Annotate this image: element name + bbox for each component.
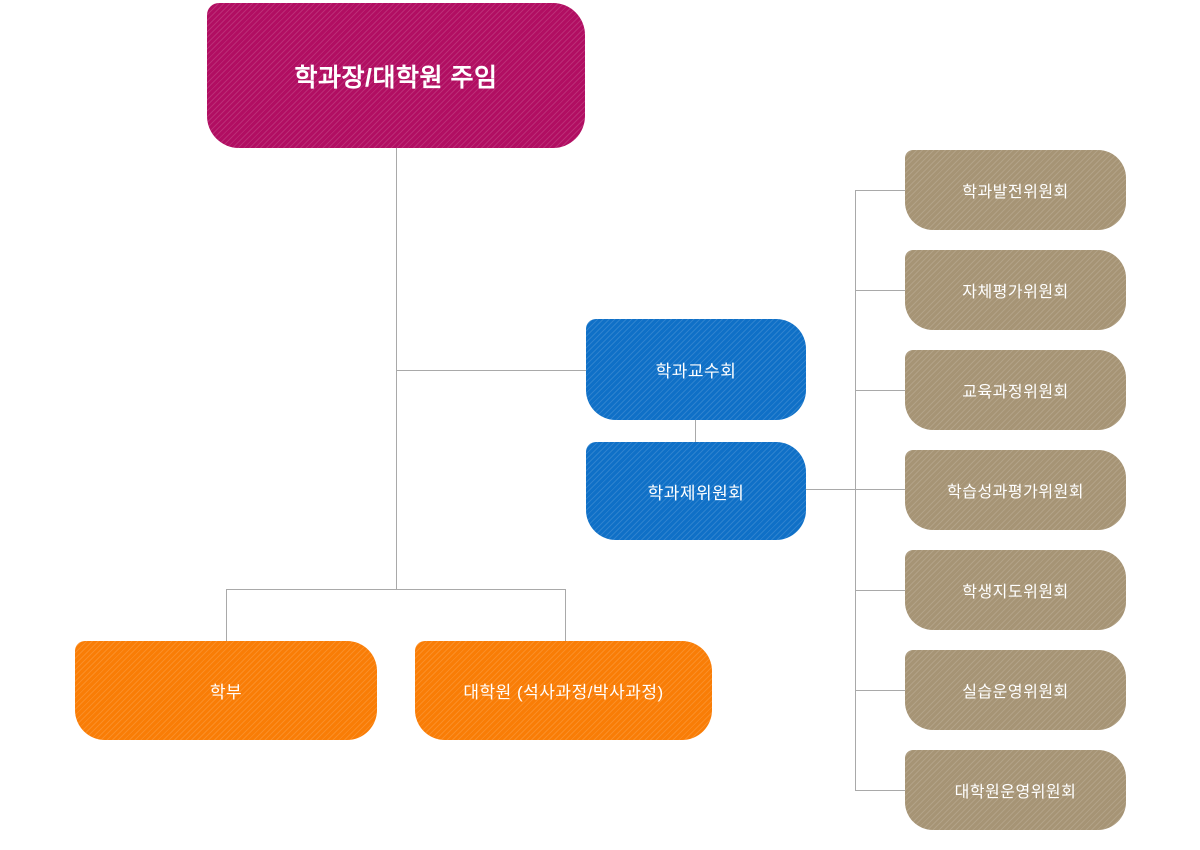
connector-bottom-distributor bbox=[226, 589, 566, 590]
org-node-committee: 학습성과평가위원회 bbox=[905, 450, 1126, 530]
connector-committee-stub bbox=[855, 690, 905, 691]
org-node-graduate: 대학원 (석사과정/박사과정) bbox=[415, 641, 712, 740]
org-node-label: 학부 bbox=[209, 683, 243, 702]
org-node-label: 교육과정위원회 bbox=[962, 384, 1069, 401]
org-node-label: 학과장/대학원 주임 bbox=[294, 63, 498, 92]
org-node-committee: 실습운영위원회 bbox=[905, 650, 1126, 730]
org-node-label: 대학원운영위원회 bbox=[954, 784, 1077, 801]
org-node-department-head: 학과장/대학원 주임 bbox=[207, 3, 585, 148]
connector-committee-stub bbox=[855, 390, 905, 391]
org-node-committee: 자체평가위원회 bbox=[905, 250, 1126, 330]
connector-undergrad-drop bbox=[226, 589, 227, 641]
connector-committee-stub bbox=[855, 190, 905, 191]
org-node-label: 학습성과평가위원회 bbox=[947, 484, 1084, 501]
org-node-label: 실습운영위원회 bbox=[962, 684, 1069, 701]
connector-graduate-drop bbox=[565, 589, 566, 641]
org-node-dept-committees: 학과제위원회 bbox=[586, 442, 806, 540]
connector-faculty-to-deptcmt bbox=[695, 420, 696, 442]
org-node-undergraduate: 학부 bbox=[75, 641, 377, 740]
org-node-committee: 학과발전위원회 bbox=[905, 150, 1126, 230]
connector-committee-stub bbox=[855, 790, 905, 791]
org-node-label: 학과발전위원회 bbox=[962, 184, 1069, 201]
org-node-label: 자체평가위원회 bbox=[962, 284, 1069, 301]
connector-committee-trunk bbox=[855, 190, 856, 791]
org-node-faculty-council: 학과교수회 bbox=[586, 319, 806, 420]
org-node-label: 대학원 (석사과정/박사과정) bbox=[463, 683, 664, 702]
org-node-committee: 대학원운영위원회 bbox=[905, 750, 1126, 830]
connector-root-vertical bbox=[396, 148, 397, 589]
org-node-label: 학과제위원회 bbox=[647, 483, 745, 503]
org-node-committee: 교육과정위원회 bbox=[905, 350, 1126, 430]
org-node-label: 학생지도위원회 bbox=[962, 584, 1069, 601]
connector-faculty-horizontal bbox=[396, 370, 586, 371]
connector-committee-stub bbox=[855, 590, 905, 591]
connector-committee-stub bbox=[855, 290, 905, 291]
org-node-committee: 학생지도위원회 bbox=[905, 550, 1126, 630]
org-node-label: 학과교수회 bbox=[655, 362, 737, 381]
